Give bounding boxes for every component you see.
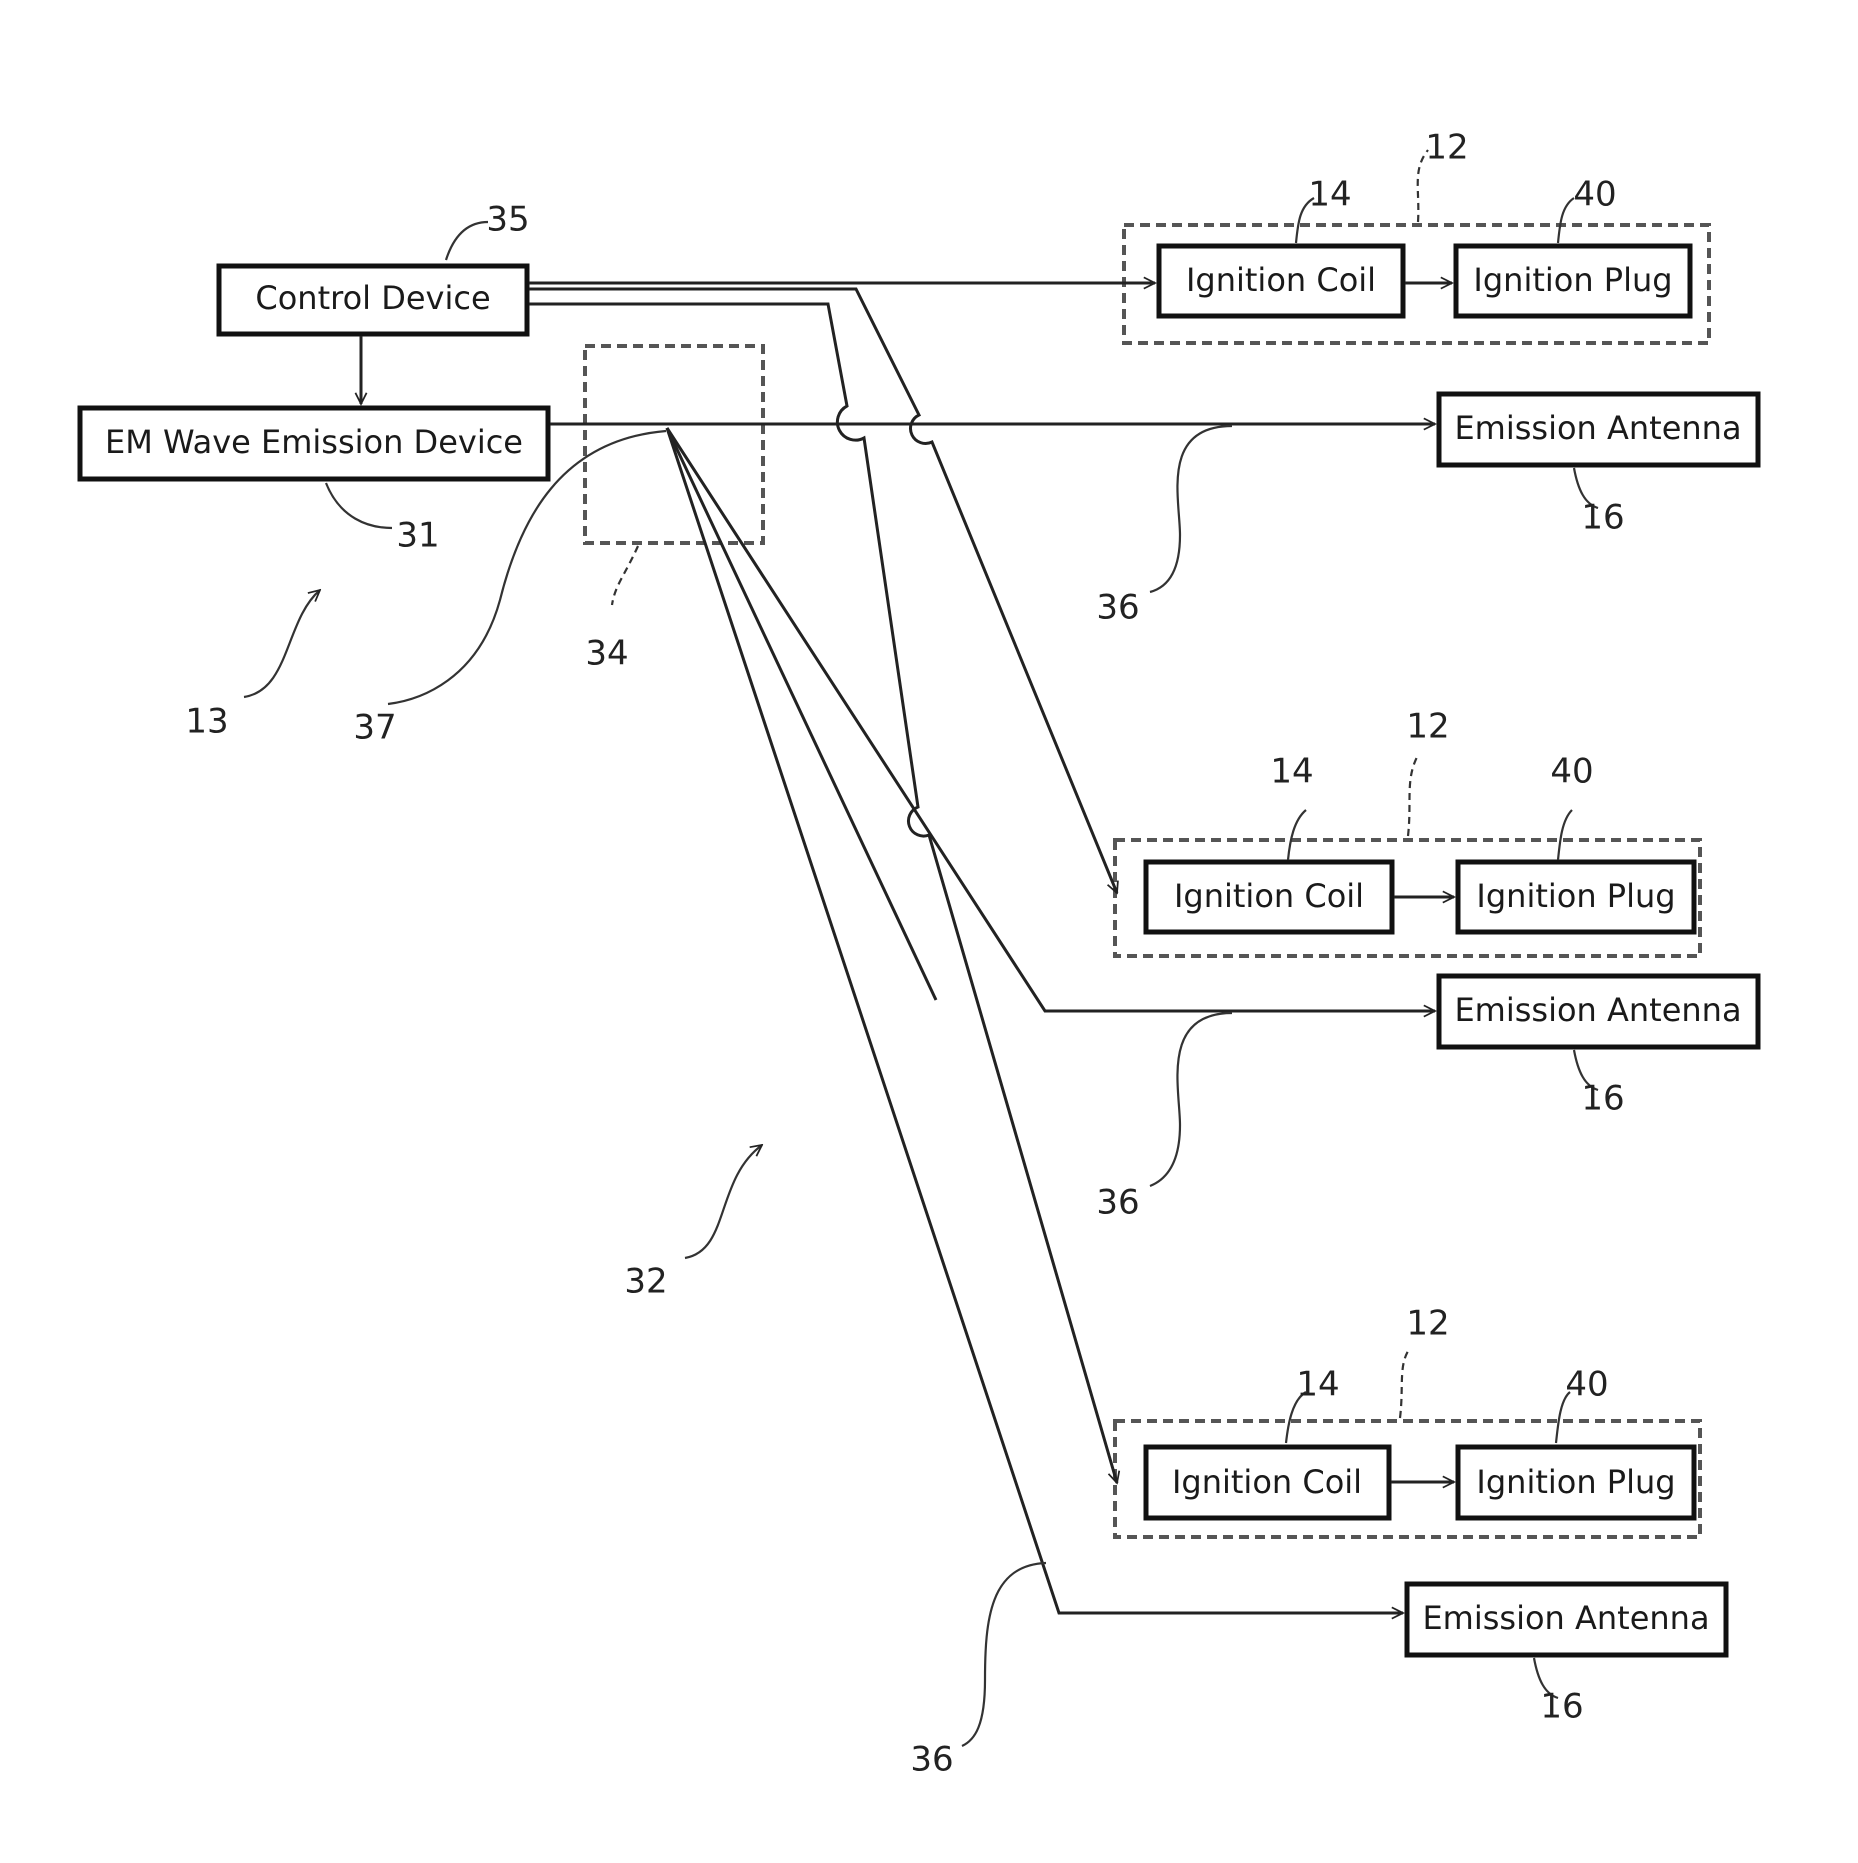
ref-14-unit2: 14 — [1270, 752, 1313, 792]
ref-35: 35 — [486, 200, 529, 240]
ref-34: 34 — [585, 634, 628, 674]
ref-40-unit2: 40 — [1550, 752, 1593, 792]
leader-40-unit2 — [1558, 810, 1572, 860]
ref-32: 32 — [624, 1262, 667, 1302]
leader-34 — [612, 546, 638, 605]
ref-36-unit3: 36 — [910, 1740, 953, 1780]
control-wire-to-coil-3 — [529, 304, 1117, 1483]
ignition-coil-3-label: Ignition Coil — [1172, 1463, 1362, 1501]
ignition-coil-1-label: Ignition Coil — [1186, 261, 1376, 299]
ref-36-unit2: 36 — [1096, 1183, 1139, 1223]
em-wire-extra-branch — [667, 428, 936, 1000]
leader-36-unit2 — [1150, 1013, 1232, 1186]
leader-14-unit2 — [1288, 810, 1306, 860]
leader-36-unit1 — [1150, 426, 1232, 592]
ignition-plug-1-label: Ignition Plug — [1473, 261, 1672, 299]
ref-14-unit1: 14 — [1308, 175, 1351, 215]
leader-13 — [244, 590, 320, 697]
ref-16-unit3: 16 — [1540, 1687, 1583, 1727]
leader-12-unit2 — [1408, 755, 1418, 836]
ignition-plug-3-label: Ignition Plug — [1476, 1463, 1675, 1501]
leader-35 — [446, 222, 488, 260]
ref-16-unit2: 16 — [1581, 1079, 1624, 1119]
leader-12-unit3 — [1400, 1348, 1410, 1418]
leader-31 — [326, 483, 392, 528]
emission-antenna-2-label: Emission Antenna — [1454, 991, 1741, 1029]
control-wire-to-coil-2 — [529, 289, 1117, 893]
ref-12-unit3: 12 — [1406, 1304, 1449, 1344]
ignition-coil-2-label: Ignition Coil — [1174, 877, 1364, 915]
ref-40-unit3: 40 — [1565, 1365, 1608, 1405]
ref-12-unit2: 12 — [1406, 707, 1449, 747]
em-wave-emission-device-label: EM Wave Emission Device — [105, 423, 523, 461]
leader-36-unit3 — [962, 1563, 1046, 1746]
ignition-plug-2-label: Ignition Plug — [1476, 877, 1675, 915]
ref-14-unit3: 14 — [1296, 1365, 1339, 1405]
ref-31: 31 — [396, 516, 439, 556]
leader-32 — [685, 1145, 762, 1258]
ref-13: 13 — [185, 702, 228, 742]
ref-36-unit1: 36 — [1096, 588, 1139, 628]
control-device-label: Control Device — [255, 279, 490, 317]
leader-40-unit1 — [1558, 198, 1574, 243]
ref-16-unit1: 16 — [1581, 498, 1624, 538]
em-wire-to-antenna-3 — [667, 428, 1403, 1613]
ref-12-unit1: 12 — [1425, 128, 1468, 168]
emission-antenna-1-label: Emission Antenna — [1454, 409, 1741, 447]
emission-antenna-3-label: Emission Antenna — [1422, 1599, 1709, 1637]
ref-40-unit1: 40 — [1573, 175, 1616, 215]
ref-37: 37 — [353, 708, 396, 748]
